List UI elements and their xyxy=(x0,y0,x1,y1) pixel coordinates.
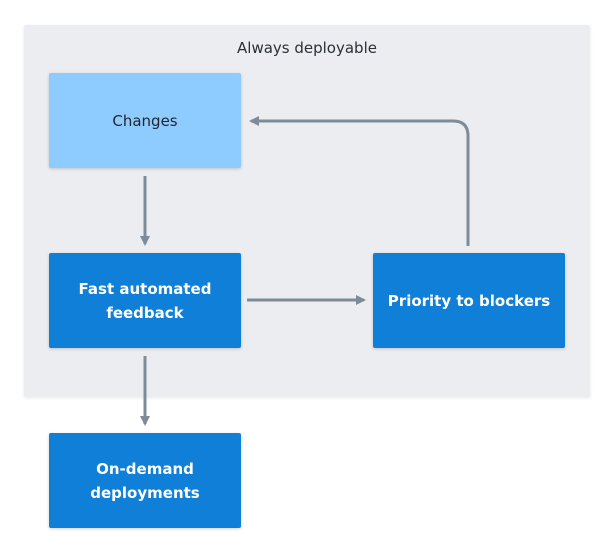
node-changes-label: Changes xyxy=(112,111,178,130)
node-on-demand-deployments: On-demand deployments xyxy=(49,433,241,528)
node-priority-to-blockers: Priority to blockers xyxy=(373,253,565,348)
node-feedback-label: Fast automated feedback xyxy=(78,279,212,322)
node-priority-label: Priority to blockers xyxy=(387,291,551,310)
node-changes: Changes xyxy=(49,73,241,168)
node-fast-automated-feedback: Fast automated feedback xyxy=(49,253,241,348)
group-title: Always deployable xyxy=(237,39,377,57)
node-deployments-label: On-demand deployments xyxy=(90,459,200,502)
